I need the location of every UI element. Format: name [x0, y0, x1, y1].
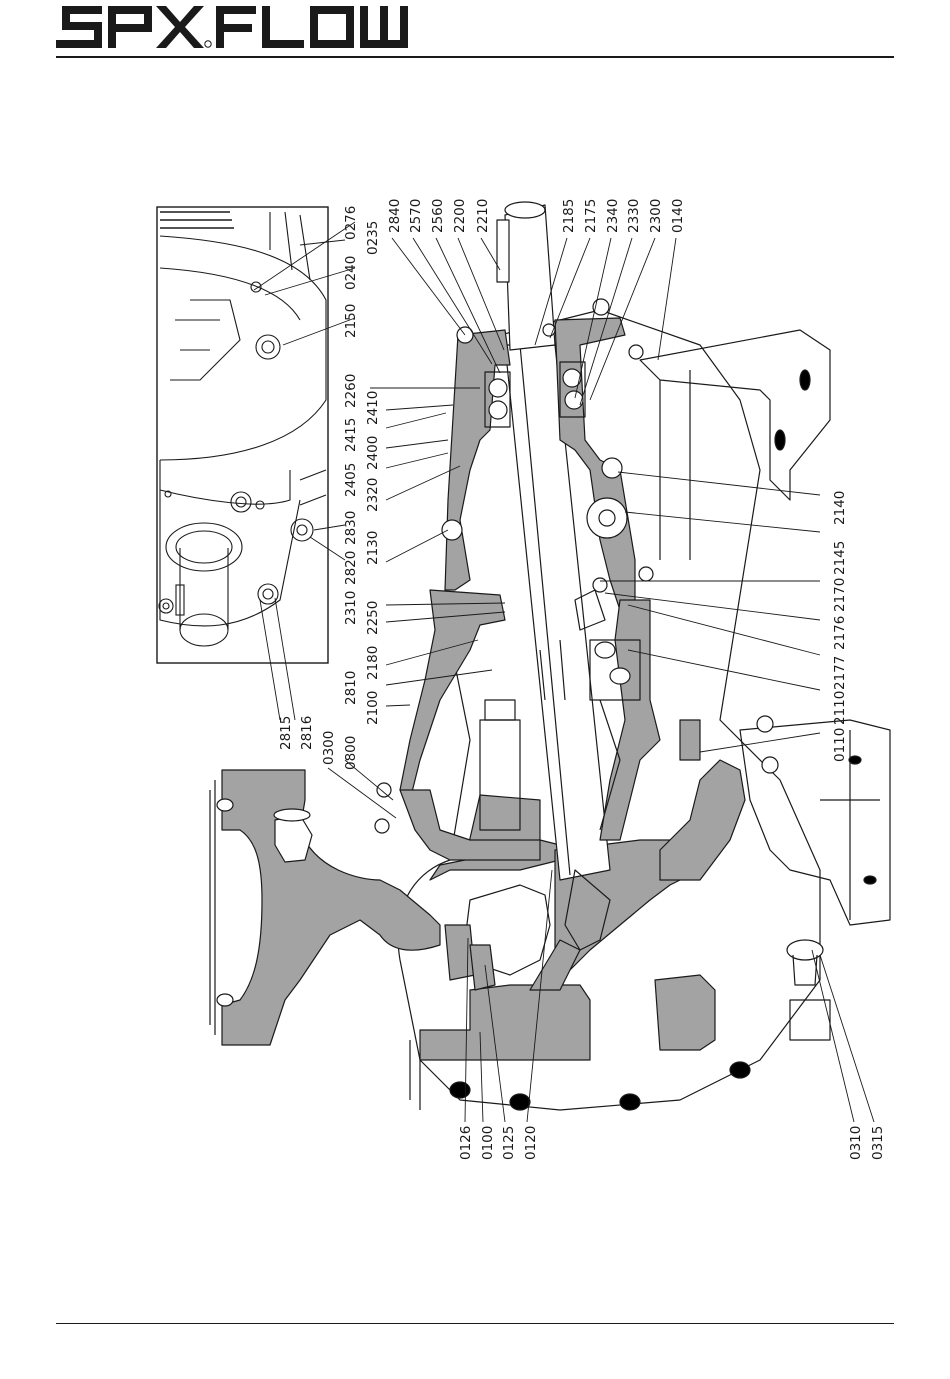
part-label: 2810 [343, 671, 359, 705]
part-label: 2176 [832, 616, 848, 650]
part-label: 2405 [343, 463, 359, 497]
part-label: 0235 [365, 221, 381, 255]
part-label: 2340 [605, 199, 621, 233]
part-label: 2300 [648, 199, 664, 233]
pump-body [210, 202, 890, 1110]
bottom-part-labels: 0126 0100 0125 0120 0310 0315 [458, 1126, 886, 1160]
part-label: 0240 [343, 256, 359, 290]
part-label: 2140 [832, 491, 848, 525]
part-label: 2200 [452, 199, 468, 233]
part-label: 2330 [626, 199, 642, 233]
part-label: 2177 [832, 656, 848, 690]
part-label: 2560 [430, 199, 446, 233]
part-label: 0120 [523, 1126, 539, 1160]
footer-divider [56, 1323, 894, 1324]
inset-detail-view [157, 207, 328, 663]
part-label: 2815 [278, 716, 294, 750]
part-label: 2100 [365, 691, 381, 725]
part-label: 0140 [670, 199, 686, 233]
part-label: 2250 [365, 601, 381, 635]
part-label: 0126 [458, 1126, 474, 1160]
part-label: 0100 [480, 1126, 496, 1160]
part-label: 2570 [408, 199, 424, 233]
part-label: 2840 [387, 199, 403, 233]
part-label: 0125 [501, 1126, 517, 1160]
part-label: 2150 [343, 304, 359, 338]
part-label: 2110 [832, 691, 848, 725]
part-label: 2320 [365, 478, 381, 512]
part-label: 2170 [832, 578, 848, 612]
part-label: 2415 [343, 418, 359, 452]
part-label: 0110 [832, 728, 848, 762]
right-part-labels: 2140 2145 2170 2176 2177 2110 0110 [832, 491, 848, 762]
part-label: 0276 [343, 206, 359, 240]
part-label: 2180 [365, 646, 381, 680]
part-label: 2816 [299, 716, 315, 750]
part-label: 2310 [343, 591, 359, 625]
part-label: 2210 [475, 199, 491, 233]
part-label: 2145 [832, 541, 848, 575]
part-label: 2830 [343, 511, 359, 545]
part-label: 0800 [343, 736, 359, 770]
part-label: 2175 [583, 199, 599, 233]
part-label: 2130 [365, 531, 381, 565]
part-label: 2820 [343, 551, 359, 585]
part-label: 2400 [365, 436, 381, 470]
inset-part-labels: 0276 0240 0235 2150 [343, 206, 381, 338]
part-label: 2185 [561, 199, 577, 233]
part-label: 0310 [848, 1126, 864, 1160]
part-label: 0300 [321, 731, 337, 765]
part-label: 2260 [343, 374, 359, 408]
part-label: 2410 [365, 391, 381, 425]
part-label: 0315 [870, 1126, 886, 1160]
